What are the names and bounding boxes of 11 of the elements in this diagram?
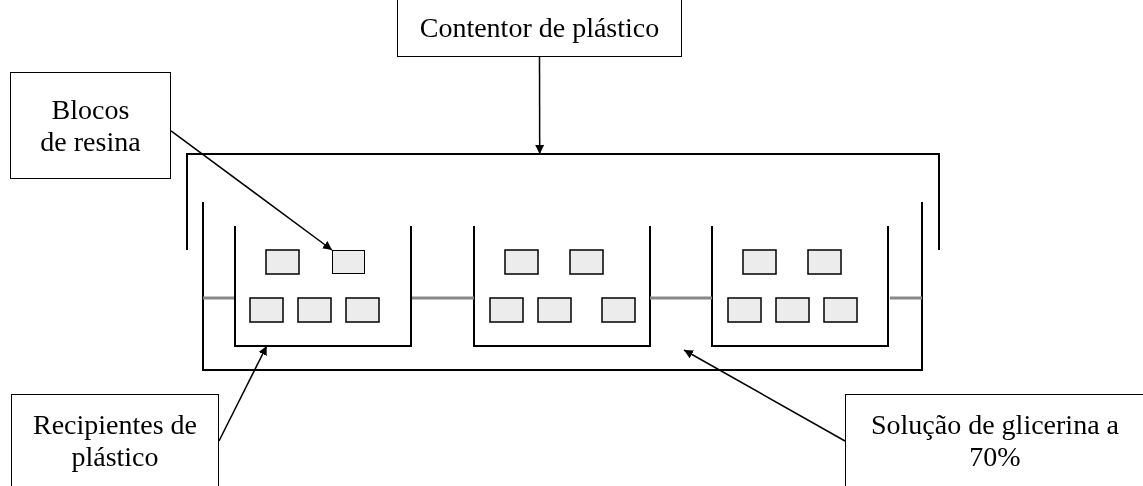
callout-box: Contentor de plástico: [397, 0, 682, 57]
callout-box: Blocos de resina: [10, 72, 171, 179]
lid-outline: [187, 154, 939, 250]
leader-line: [535, 56, 545, 155]
beaker-outline: [235, 226, 411, 346]
leader-line: [218, 345, 268, 442]
resin-block: [332, 250, 365, 274]
callout-box: Solução de glicerina a 70%: [845, 394, 1143, 486]
leader-line: [170, 130, 333, 251]
leader-line: [683, 349, 846, 442]
callout-box: Recipientes de plástico: [11, 394, 219, 486]
